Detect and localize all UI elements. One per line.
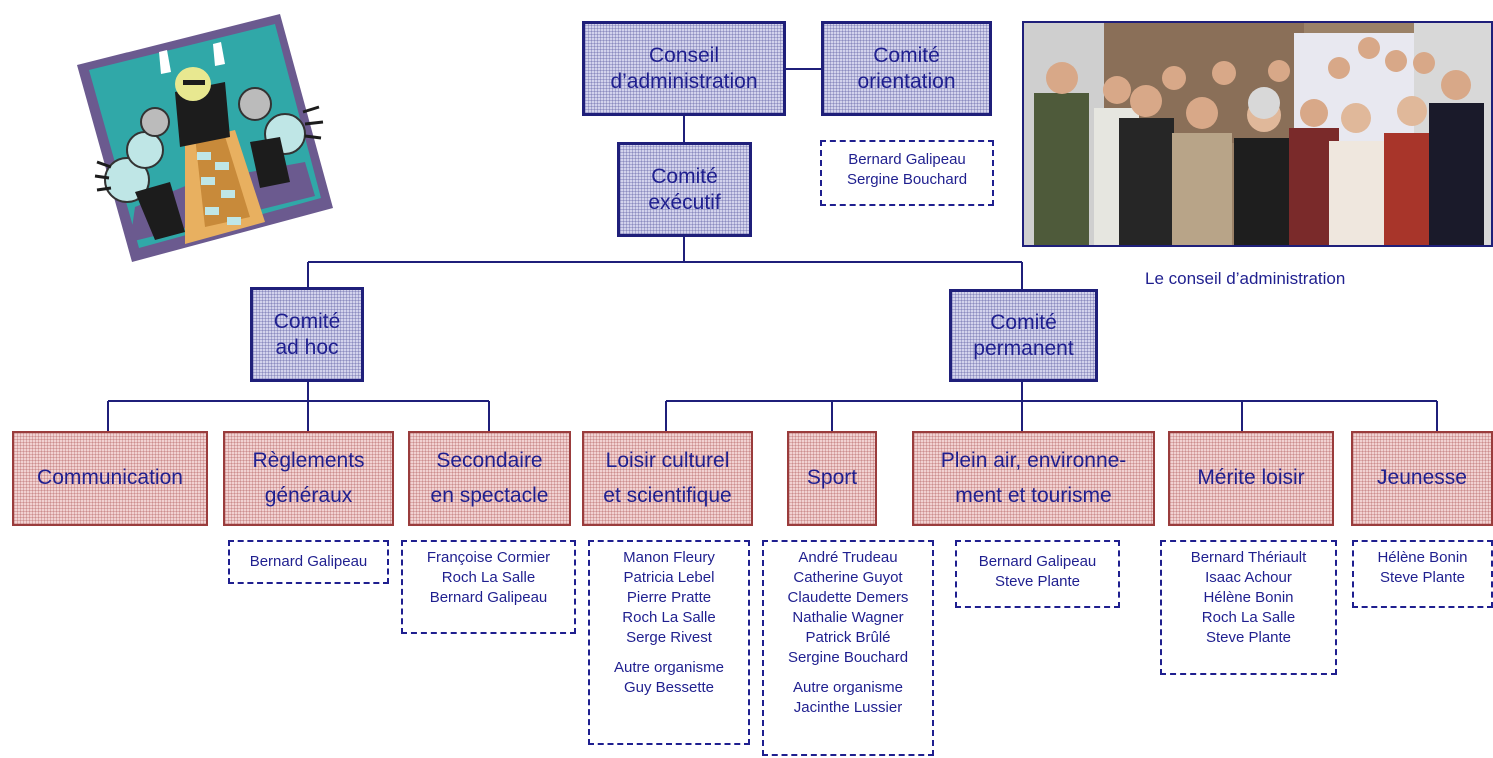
member-name: Steve Plante — [1379, 569, 1466, 586]
committee-title-line: et scientifique — [603, 483, 732, 507]
comite-executif-box: Comité exécutif — [617, 142, 752, 237]
comite-orientation-box: Comité orientation — [821, 21, 992, 116]
permanent-line-1: Comité — [990, 310, 1057, 334]
member-name: Steve Plante — [994, 573, 1081, 590]
plein-air-members: Bernard Galipeau Steve Plante — [955, 540, 1120, 608]
committee-title-line: Règlements — [252, 449, 365, 473]
committee-title-line: Mérite loisir — [1197, 466, 1305, 490]
other-org-label: Autre organisme — [792, 679, 904, 696]
member-name: Catherine Guyot — [793, 569, 903, 586]
member-name: Serge Rivest — [626, 629, 712, 646]
photo-caption: Le conseil d’administration — [1145, 269, 1346, 288]
executif-line-1: Comité — [651, 164, 718, 188]
committee-sport: Sport — [787, 431, 877, 526]
conseil-line-1: Conseil — [648, 43, 720, 67]
committee-title-line: Secondaire — [436, 449, 543, 473]
loisir-culturel-members: Manon Fleury Patricia Lebel Pierre Pratt… — [588, 540, 750, 745]
adhoc-line-1: Comité — [273, 309, 341, 333]
member-name: Pierre Pratte — [626, 589, 712, 606]
member-name: Hélène Bonin — [1203, 589, 1294, 606]
member-name: Bernard Galipeau — [978, 553, 1097, 570]
committee-communication: Communication — [12, 431, 208, 526]
committee-plein-air: Plein air, environne- ment et tourisme — [912, 431, 1155, 526]
committee-loisir-culturel: Loisir culturel et scientifique — [582, 431, 753, 526]
member-name: Manon Fleury — [623, 549, 715, 566]
comite-adhoc-box: Comité ad hoc — [250, 287, 364, 382]
committee-jeunesse: Jeunesse — [1351, 431, 1493, 526]
board-photo — [1022, 21, 1493, 247]
member-name: Nathalie Wagner — [792, 609, 904, 626]
committee-secondaire: Secondaire en spectacle — [408, 431, 571, 526]
member-name: Roch La Salle — [1201, 609, 1296, 626]
secondaire-members: Françoise Cormier Roch La Salle Bernard … — [401, 540, 576, 634]
sport-members: André Trudeau Catherine Guyot Claudette … — [762, 540, 934, 756]
member-name: André Trudeau — [798, 549, 898, 566]
member-name: Jacinthe Lussier — [793, 699, 903, 716]
committee-title-line: en spectacle — [430, 483, 549, 507]
committee-title-line: Sport — [806, 466, 858, 490]
member-name: Bernard Galipeau — [429, 589, 548, 606]
member-name: Isaac Achour — [1205, 569, 1292, 586]
member-name: Steve Plante — [1205, 629, 1292, 646]
member-name: Bernard Thériault — [1190, 549, 1307, 566]
adhoc-line-2: ad hoc — [275, 335, 339, 359]
executif-line-2: exécutif — [648, 190, 721, 214]
committee-title-line: ment et tourisme — [955, 483, 1112, 507]
other-org-label: Autre organisme — [613, 659, 725, 676]
committee-reglements: Règlements généraux — [223, 431, 394, 526]
member-name: Claudette Demers — [787, 589, 909, 606]
reglements-members: Bernard Galipeau — [228, 540, 389, 584]
committee-merite-loisir: Mérite loisir — [1168, 431, 1334, 526]
member-name: Roch La Salle — [622, 609, 716, 626]
orientation-line-2: orientation — [857, 69, 956, 93]
merite-loisir-members: Bernard Thériault Isaac Achour Hélène Bo… — [1160, 540, 1337, 675]
member-name: Guy Bessette — [623, 679, 715, 696]
member-name: Roch La Salle — [441, 569, 536, 586]
member-name: Patrick Brûlé — [805, 629, 891, 646]
member-name: Sergine Bouchard — [787, 649, 909, 666]
member-name: Hélène Bonin — [1377, 549, 1468, 566]
member-name: Bernard Galipeau — [249, 553, 368, 570]
orientation-members-list: Bernard Galipeau Sergine Bouchard — [820, 140, 994, 206]
member-name: Sergine Bouchard — [846, 171, 968, 188]
conseil-administration-box: Conseil d’administration — [582, 21, 786, 116]
member-name: Françoise Cormier — [426, 549, 551, 566]
jeunesse-members: Hélène Bonin Steve Plante — [1352, 540, 1493, 608]
committee-title-line: Jeunesse — [1377, 466, 1467, 490]
comite-permanent-box: Comité permanent — [949, 289, 1098, 382]
conseil-line-2: d’administration — [610, 69, 758, 93]
permanent-line-2: permanent — [973, 336, 1074, 360]
committee-title-line: Loisir culturel — [605, 449, 730, 473]
committee-title-line: Plein air, environne- — [940, 449, 1127, 473]
committee-title-line: généraux — [264, 483, 353, 507]
committee-title-line: Communication — [37, 466, 183, 490]
member-name: Patricia Lebel — [623, 569, 715, 586]
orientation-line-1: Comité — [873, 43, 940, 67]
member-name: Bernard Galipeau — [848, 151, 966, 168]
meeting-clipart — [75, 12, 335, 264]
